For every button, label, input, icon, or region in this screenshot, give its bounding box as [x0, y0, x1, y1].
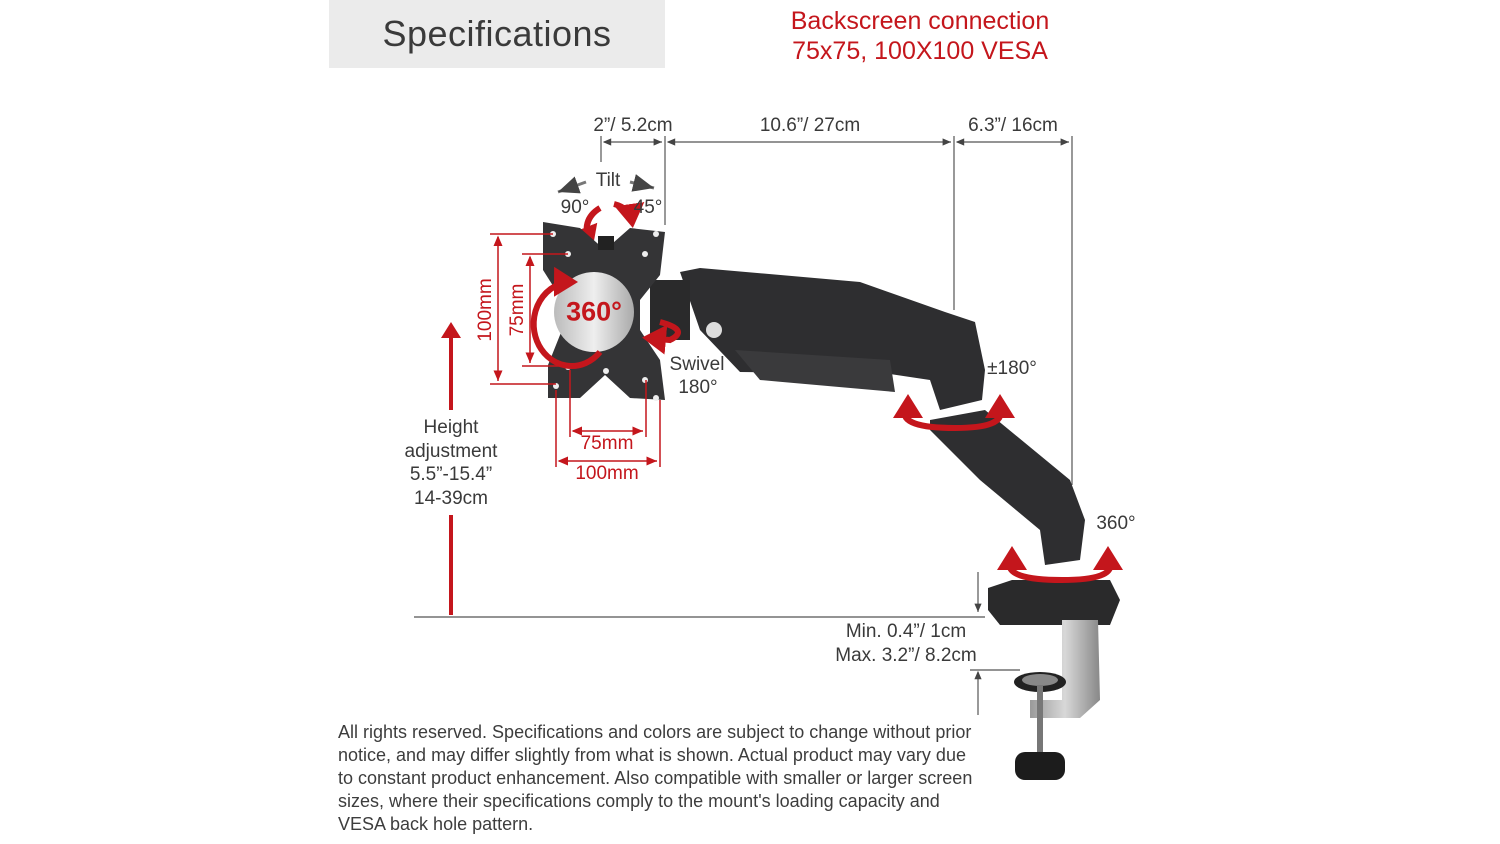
disclaimer-text: All rights reserved. Specifications and … [338, 722, 973, 834]
tilt-arrows [557, 174, 655, 251]
height-line-4: 14-39cm [414, 488, 488, 509]
monitor-arm [650, 268, 1120, 780]
vesa-vertical-outer: 100mm [475, 278, 496, 342]
elbow-rotation-value: ±180° [987, 358, 1037, 379]
joint-rotation-arrows [893, 394, 1123, 584]
dim-upper-arm: 6.3”/ 16cm [968, 115, 1058, 136]
specifications-header: Specifications [329, 0, 665, 68]
base-rotation-value: 360° [1096, 513, 1136, 534]
page-title: Specifications [382, 13, 612, 54]
vesa-title-line1: Backscreen connection [790, 7, 1050, 35]
vesa-horizontal-outer: 100mm [575, 463, 639, 484]
vesa-horizontal-inner: 75mm [580, 433, 634, 454]
swivel-value: 180° [678, 377, 718, 398]
height-line-1: Height [423, 417, 479, 438]
vesa-dimension-lines [490, 233, 661, 467]
dim-forearm: 10.6”/ 27cm [759, 115, 861, 136]
height-line-3: 5.5”-15.4” [409, 464, 493, 485]
rotate-arrow [530, 266, 603, 369]
clamp-min: Min. 0.4”/ 1cm [845, 621, 967, 642]
height-line-2: adjustment [404, 441, 498, 462]
vesa-title: Backscreen connection 75x75, 100X100 VES… [760, 6, 1080, 66]
clamp-max: Max. 3.2”/ 8.2cm [835, 645, 977, 666]
tilt-label: Tilt [595, 170, 621, 191]
tilt-back-value: 90° [560, 197, 590, 218]
swivel-arrow [642, 319, 681, 355]
top-dimension-lines [414, 136, 1073, 715]
tilt-forward-value: 45° [633, 197, 663, 218]
vesa-title-line2: 75x75, 100X100 VESA [792, 37, 1048, 65]
dim-tilt-offset: 2”/ 5.2cm [593, 115, 673, 136]
rotate-value: 360° [566, 296, 622, 327]
vesa-vertical-inner: 75mm [507, 283, 528, 337]
swivel-label: Swivel [669, 354, 725, 375]
